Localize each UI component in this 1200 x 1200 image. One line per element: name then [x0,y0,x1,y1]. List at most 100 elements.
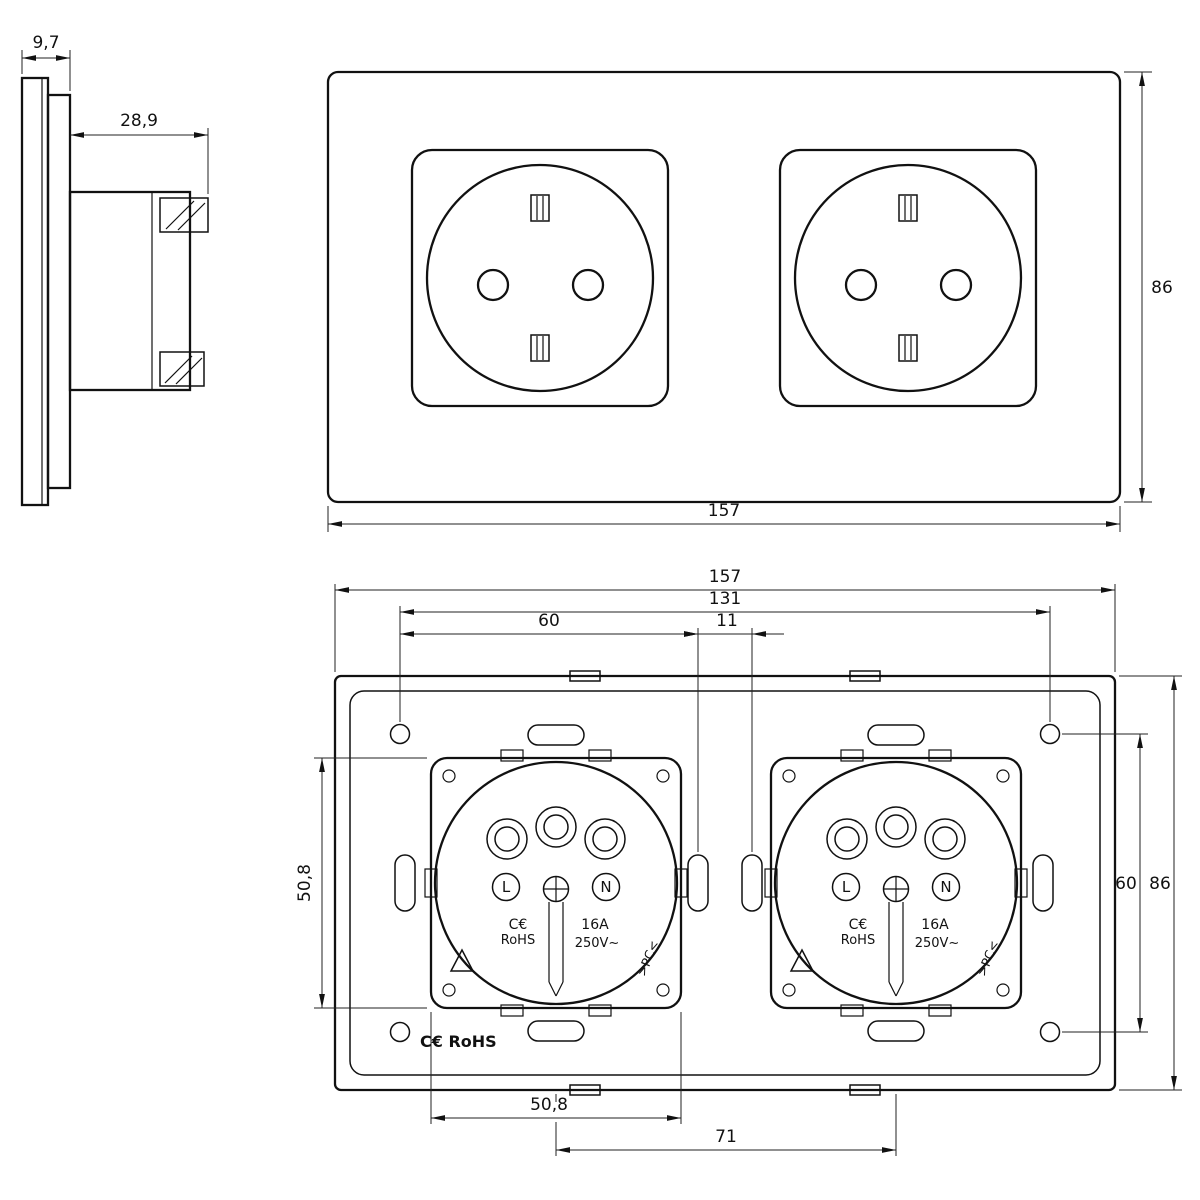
side-frame [46,93,72,490]
dim-label-front-height: 86 [1151,278,1173,298]
dim-label-hole-span-vertical: 60 [1115,874,1137,894]
plate-tab [588,1004,612,1017]
terminal [535,806,577,848]
material-mark: >PC< [634,938,662,978]
rear-markings-right: L N C€ RoHS 16A 250V~ >PC< [841,878,1002,978]
rear-inner-frame [349,690,1101,1076]
dim-rear-module-height: 50,8 [295,757,427,1009]
earth-clip-top [530,194,550,222]
mechanism-plate [429,756,683,1010]
rear-tab [569,670,601,682]
dim-label-rear-width: 157 [709,567,741,587]
dim-rear-hole-span-vertical: 60 [1062,733,1148,1033]
ce-mark: C€ [509,917,528,933]
rohs-mark: RoHS [841,933,875,948]
dim-label-rear-height: 86 [1149,874,1171,894]
dim-rear-module-width: 50,8 [430,1012,682,1124]
earth-clip-bottom [898,334,918,362]
pin-hole-right [939,268,973,302]
dim-rear-hole-to-slot: 60 [400,611,699,852]
live-mark: L [502,878,511,896]
side-view [20,76,209,507]
ce-rohs-mark: C€ RoHS [420,1032,497,1051]
earth-clip-top [898,194,918,222]
voltage-rating: 250V~ [575,936,620,951]
dim-label-front-width: 157 [708,501,740,521]
plate-screw [442,983,456,997]
pin-hole-left [476,268,510,302]
mount-hole [389,1021,411,1043]
dim-label-slot-gap: 11 [716,611,738,631]
rear-tab [849,1084,881,1096]
socket-plate [778,148,1038,408]
dim-rear-width: 157 [334,567,1116,672]
dim-label-mount-hole-span: 131 [709,589,741,609]
voltage-rating: 250V~ [915,936,960,951]
rear-markings-left: L N C€ RoHS 16A 250V~ >PC< [501,878,662,978]
side-glass-panel [20,76,50,507]
front-socket-right [778,148,1038,408]
rear-tab [569,1084,601,1096]
pin-hole-right [571,268,605,302]
neutral-mark-circle [591,872,621,902]
dim-label-module-width: 50,8 [530,1095,568,1115]
neutral-mark: N [600,878,611,896]
socket-recess [793,163,1023,393]
dim-side-depth: 28,9 [70,111,209,194]
dim-rear-mount-hole-span: 131 [399,589,1051,722]
side-bottom-claw [159,351,205,387]
dim-label-side-thickness: 9,7 [32,33,59,53]
plate-tab [588,749,612,762]
rear-tab [849,670,881,682]
fixing-slot-horizontal [527,1020,585,1042]
fixing-slot-vertical [687,854,709,912]
rear-view: L N C€ RoHS 16A 250V~ >PC< L N C€ RoHS 1… [333,670,1117,1096]
dim-front-height: 86 [1124,71,1173,503]
rohs-mark: RoHS [501,933,535,948]
plate-tab [500,1004,524,1017]
recycle-triangle-icon [449,948,475,972]
mechanism-body [433,760,679,1006]
mount-hole [389,723,411,745]
ce-mark: C€ [849,917,868,933]
dim-rear-center-distance: 71 [555,1094,897,1156]
dim-rear-height: 86 [1119,675,1182,1091]
earth-clip-bottom [530,334,550,362]
dim-label-hole-to-slot: 60 [538,611,560,631]
socket-plate [410,148,670,408]
live-mark-circle [491,872,521,902]
dim-rear-slot-gap: 11 [666,611,784,852]
dim-label-module-height: 50,8 [295,864,315,902]
front-socket-left [410,148,670,408]
plate-screw [656,983,670,997]
front-view [326,70,1122,504]
dim-side-thickness: 9,7 [21,33,71,91]
live-mark: L [842,878,851,896]
rear-base-plate [333,674,1117,1092]
fixing-slot-vertical [394,854,416,912]
fixing-slot-vertical [1032,854,1054,912]
fixing-slot-horizontal [527,724,585,746]
side-top-claw [159,197,209,233]
dim-label-side-depth: 28,9 [120,111,158,131]
current-rating: 16A [921,917,949,933]
terminal [584,818,626,860]
plate-notch [674,868,688,898]
rear-mechanism [424,749,688,1017]
front-glass-panel [326,70,1122,504]
terminal [486,818,528,860]
dim-label-center-distance: 71 [715,1127,737,1147]
side-mechanism-body [68,190,192,392]
dim-front-width: 157 [327,501,1121,532]
fixing-slot-vertical [741,854,763,912]
plate-tab [500,749,524,762]
pin-hole-left [844,268,878,302]
plate-screw [442,769,456,783]
current-rating: 16A [581,917,609,933]
mount-hole [1039,1021,1061,1043]
plate-notch [424,868,438,898]
mount-hole [1039,723,1061,745]
socket-recess [425,163,655,393]
